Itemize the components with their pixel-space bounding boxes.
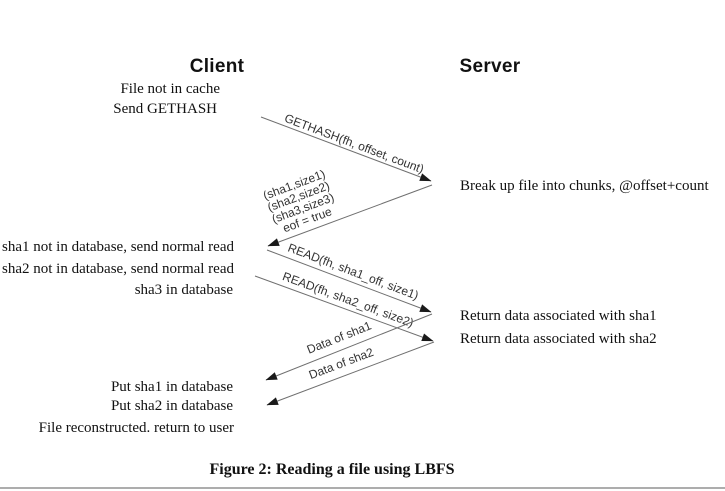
client-note-put-sha2: Put sha2 in database [110,398,233,414]
client-note-sha2-not-in-db: sha2 not in database, send normal read [1,261,234,277]
hash-reply-arrow [267,184,433,247]
data-sha1-arrow [265,313,433,381]
figure-caption: Figure 2: Reading a file using LBFS [209,461,455,478]
client-note-put-sha1: Put sha1 in database [110,379,233,395]
server-note-return-sha2: Return data associated with sha2 [460,331,657,347]
client-note-sha3-in-db: sha3 in database [134,282,233,298]
hash-reply-label-block: (sha1,size1) (sha2,size2) (sha3,size3) e… [261,167,336,236]
client-column-title: Client [189,56,245,77]
read-sha2-arrow [254,275,434,342]
server-note-return-sha1: Return data associated with sha1 [460,308,657,324]
client-note-file-reconstructed: File reconstructed. return to user [38,420,234,436]
client-note-file-not-in-cache: File not in cache [120,81,220,97]
gethash-arrow-label: GETHASH(fh, offset, count) [283,111,426,176]
data-sha2-arrow [266,341,435,406]
read-sha2-arrow-label: READ(fh, sha2_off, size2) [281,269,416,330]
client-note-send-gethash: Send GETHASH [113,101,217,117]
client-note-sha1-not-in-db: sha1 not in database, send normal read [1,239,234,255]
page-bottom-rule [0,487,725,489]
server-note-break-up-file: Break up file into chunks, @offset+count [460,178,709,194]
gethash-arrow [260,116,432,182]
server-column-title: Server [459,56,521,77]
read-sha1-arrow [266,249,432,313]
